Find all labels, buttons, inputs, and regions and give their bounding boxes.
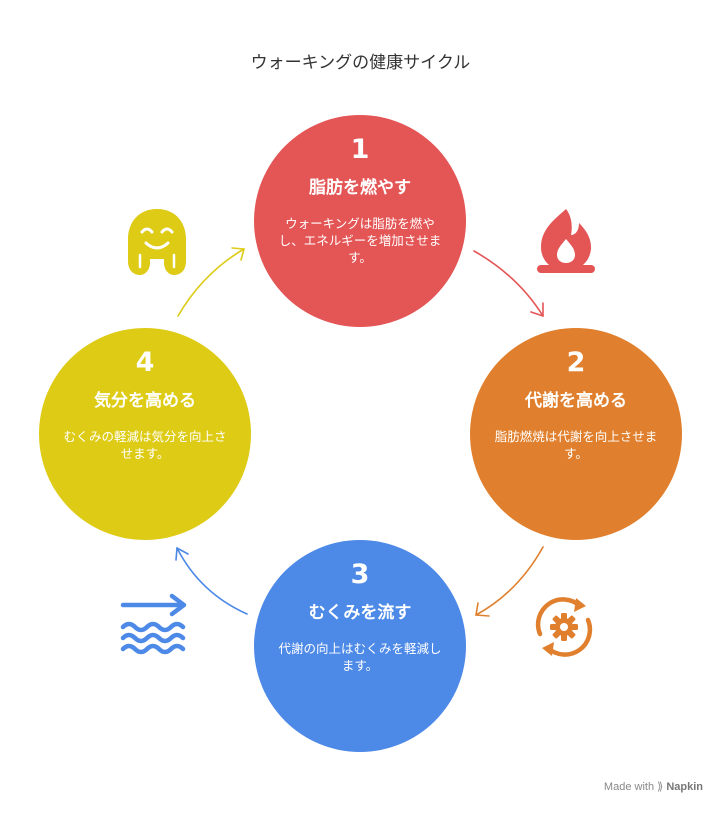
step-description: 脂肪燃焼は代謝を向上させます。	[494, 429, 658, 461]
step-number: 3	[350, 559, 370, 590]
happy-face-icon	[128, 209, 186, 275]
arrow-3-to-4	[175, 547, 248, 615]
footer-credit: Made with ⟫ Napkin	[604, 780, 703, 793]
step-heading: 脂肪を燃やす	[309, 178, 411, 198]
footer-made-with: Made with	[603, 781, 655, 793]
diagram-title: ウォーキングの健康サイクル	[250, 53, 471, 73]
step-4-circle: 4 気分を高める むくみの軽減は気分を向上させます。	[39, 328, 251, 540]
step-2-circle: 2 代謝を高める 脂肪燃焼は代謝を向上させます。	[470, 328, 682, 540]
step-heading: むくみを流す	[308, 603, 412, 623]
step-number: 2	[566, 347, 586, 378]
step-description: むくみの軽減は気分を向上させます。	[63, 429, 227, 461]
step-3-circle: 3 むくみを流す 代謝の向上はむくみを軽減します。	[254, 540, 466, 752]
flame-icon	[537, 209, 595, 273]
step-number: 4	[135, 347, 155, 378]
step-1-circle: 1 脂肪を燃やす ウォーキングは脂肪を燃やし、エネルギーを増加させます。	[254, 115, 466, 327]
arrow-4-to-1	[177, 247, 245, 317]
napkin-logo-icon: ⟫	[657, 781, 664, 793]
step-description: 代謝の向上はむくみを軽減します。	[278, 641, 442, 673]
water-flow-icon	[120, 593, 187, 655]
step-number: 1	[350, 134, 370, 165]
step-heading: 気分を高める	[94, 391, 196, 411]
arrow-2-to-3	[475, 546, 544, 617]
step-heading: 代謝を高める	[525, 391, 627, 411]
arrow-1-to-2	[473, 250, 544, 317]
footer-brand: Napkin	[666, 781, 703, 793]
step-description: ウォーキングは脂肪を燃やし、エネルギーを増加させます。	[278, 216, 442, 265]
gear-refresh-icon	[535, 597, 593, 657]
